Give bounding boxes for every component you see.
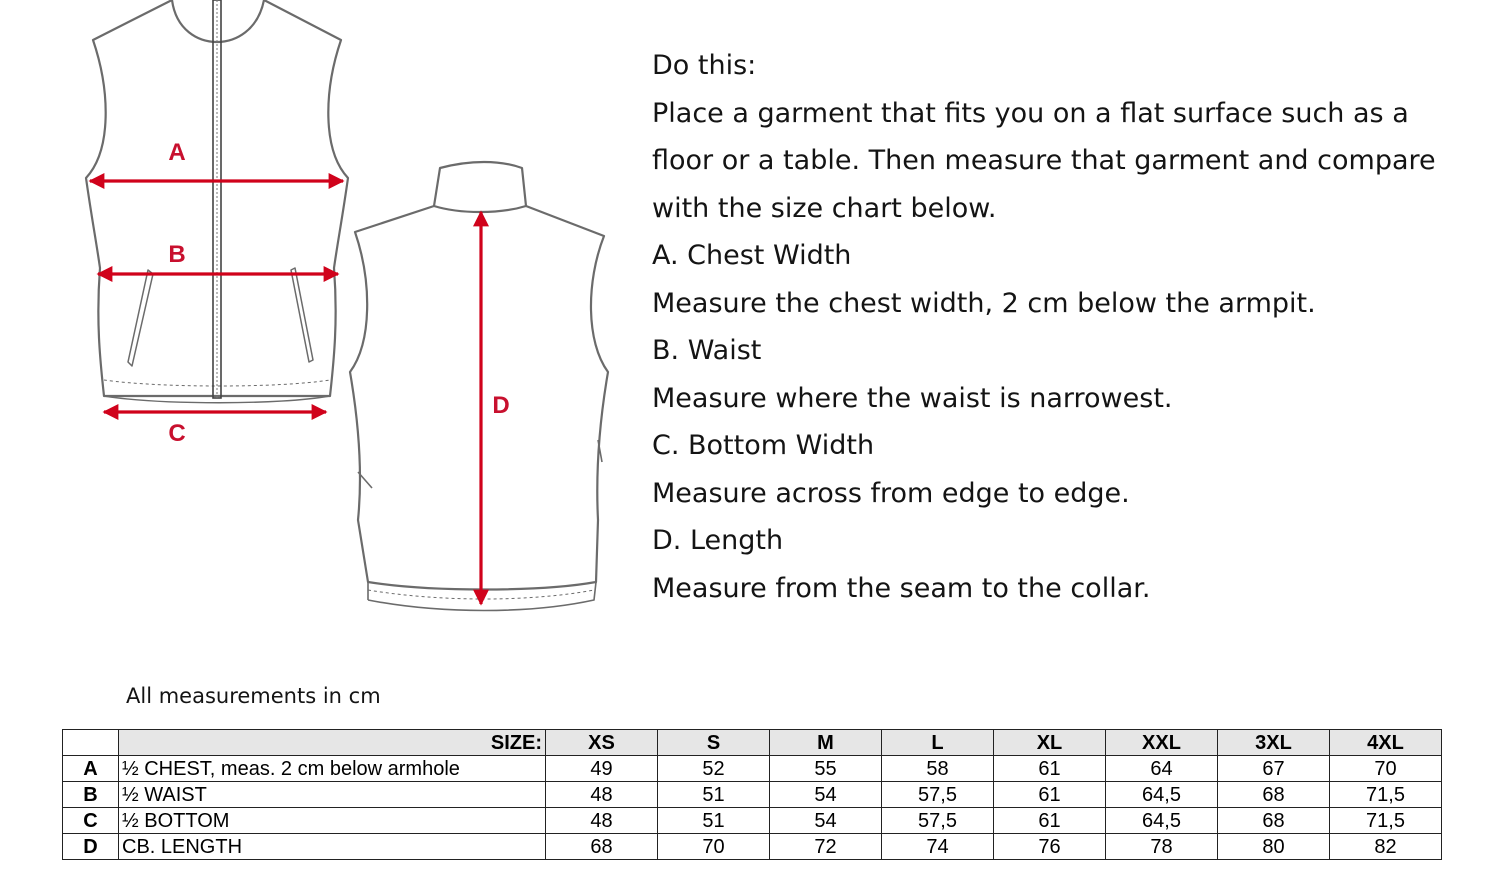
measurement-cell: 57,5 (881, 807, 994, 834)
label-b: B (168, 241, 185, 268)
measurement-cell: 68 (545, 833, 658, 860)
step-b-text: Measure where the waist is narrowest. (652, 382, 1173, 414)
size-header-s: S (657, 729, 770, 756)
measurement-cell: 72 (769, 833, 882, 860)
measurement-cell: 58 (881, 755, 994, 782)
measurement-cell: 64,5 (1105, 781, 1218, 808)
measurement-cell: 61 (993, 781, 1106, 808)
measurement-cell: 48 (545, 781, 658, 808)
measurement-cell: 64,5 (1105, 807, 1218, 834)
label-d: D (492, 392, 509, 419)
measurement-cell: 68 (1217, 781, 1330, 808)
size-header-xxl: XXL (1105, 729, 1218, 756)
measurement-cell: 80 (1217, 833, 1330, 860)
measurement-cell: 49 (545, 755, 658, 782)
size-header-xl: XL (993, 729, 1106, 756)
size-header-4xl: 4XL (1329, 729, 1442, 756)
measurement-cell: 74 (881, 833, 994, 860)
measuring-instructions: Do this: Place a garment that fits you o… (652, 42, 1472, 612)
label-c: C (168, 420, 185, 447)
size-header-l: L (881, 729, 994, 756)
step-c-text: Measure across from edge to edge. (652, 477, 1130, 509)
measurement-cell: 68 (1217, 807, 1330, 834)
measurement-cell: 76 (993, 833, 1106, 860)
measurement-cell: 51 (657, 807, 770, 834)
measurement-cell: 51 (657, 781, 770, 808)
measurement-cell: 70 (657, 833, 770, 860)
row-key-c: C (62, 807, 119, 834)
row-key-d: D (62, 833, 119, 860)
size-header-3xl: 3XL (1217, 729, 1330, 756)
intro-line-3: with the size chart below. (652, 192, 997, 224)
measurement-cell: 57,5 (881, 781, 994, 808)
row-key-b: B (62, 781, 119, 808)
step-a-title: A. Chest Width (652, 240, 852, 271)
measurement-cell: 54 (769, 807, 882, 834)
measurement-arrows (88, 173, 489, 606)
intro-line-1: Place a garment that fits you on a flat … (652, 97, 1409, 129)
row-label: ½ CHEST, meas. 2 cm below armhole (118, 755, 546, 782)
measurement-cell: 78 (1105, 833, 1218, 860)
measurement-cell: 61 (993, 807, 1106, 834)
measurement-cell: 64 (1105, 755, 1218, 782)
zipper (212, 0, 222, 399)
measurement-cell: 82 (1329, 833, 1442, 860)
measurement-cell: 70 (1329, 755, 1442, 782)
row-key-a: A (62, 755, 119, 782)
measurement-cell: 71,5 (1329, 781, 1442, 808)
measurement-cell: 55 (769, 755, 882, 782)
measurement-cell: 54 (769, 781, 882, 808)
measurement-cell: 71,5 (1329, 807, 1442, 834)
step-c-title: C. Bottom Width (652, 430, 875, 461)
units-note: All measurements in cm (126, 684, 381, 708)
step-d-text: Measure from the seam to the collar. (652, 572, 1151, 604)
header-key-cell (62, 729, 119, 756)
intro-line-2: floor or a table. Then measure that garm… (652, 145, 1436, 176)
instructions-heading: Do this: (652, 50, 757, 81)
step-d-title: D. Length (652, 525, 784, 556)
size-header-m: M (769, 729, 882, 756)
measurement-cell: 61 (993, 755, 1106, 782)
size-header-xs: XS (545, 729, 658, 756)
measurement-cell: 48 (545, 807, 658, 834)
vest-back-illustration (348, 160, 610, 612)
row-label: CB. LENGTH (118, 833, 546, 860)
row-label: ½ BOTTOM (118, 807, 546, 834)
measurement-cell: 52 (657, 755, 770, 782)
row-label: ½ WAIST (118, 781, 546, 808)
label-a: A (168, 139, 185, 166)
size-label-cell: SIZE: (118, 729, 546, 756)
vest-measurement-diagram: A B C D (84, 0, 610, 612)
measurement-cell: 67 (1217, 755, 1330, 782)
step-b-title: B. Waist (652, 335, 762, 366)
step-a-text: Measure the chest width, 2 cm below the … (652, 287, 1316, 319)
